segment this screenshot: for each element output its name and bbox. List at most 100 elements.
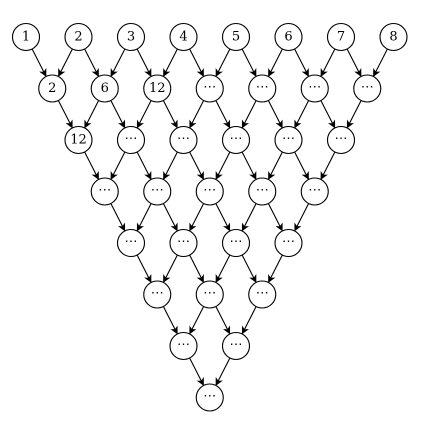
node-r1c3: ⋯ — [195, 74, 224, 103]
node-circle — [248, 74, 277, 103]
node-label: 5 — [232, 30, 240, 45]
node-label: ⋯ — [203, 183, 216, 198]
arrow-r1c3-to-r2c2 — [189, 100, 205, 129]
node-circle — [169, 125, 198, 155]
arrow-r3c3-to-r4c3 — [267, 203, 283, 232]
node-circle — [248, 177, 277, 206]
arrow-r1c6-to-r2c5 — [346, 100, 362, 129]
arrow-r0c6-to-r1c5 — [320, 48, 336, 77]
arrow-r5c1-to-r6c1 — [215, 306, 231, 335]
node-label: 6 — [284, 30, 292, 45]
arrow-r0c6-to-r1c6 — [346, 48, 362, 77]
node-label: ⋯ — [335, 132, 348, 147]
node-circle — [90, 177, 119, 206]
node-r3c2: ⋯ — [195, 177, 224, 206]
node-label: ⋯ — [282, 132, 295, 147]
arrow-r5c1-to-r6c0 — [189, 306, 205, 335]
arrow-r2c0-to-r3c0 — [84, 151, 99, 180]
arrow-r0c4-to-r1c4 — [241, 48, 257, 77]
arrow-r2c5-to-r3c4 — [320, 151, 336, 180]
node-r3c1: ⋯ — [143, 177, 172, 206]
node-circle — [195, 280, 224, 309]
arrow-r2c3-to-r3c2 — [215, 151, 231, 180]
node-label: 2 — [48, 81, 56, 96]
arrow-r4c3-to-r5c2 — [268, 254, 283, 283]
node-r0c7: 8 — [379, 22, 408, 52]
node-label: ⋯ — [256, 183, 269, 198]
node-r2c5: ⋯ — [326, 125, 356, 155]
node-r4c1: ⋯ — [169, 228, 198, 258]
node-label: ⋯ — [361, 80, 374, 95]
node-r1c4: ⋯ — [248, 74, 277, 103]
node-label: ⋯ — [203, 389, 216, 404]
node-label: ⋯ — [230, 338, 243, 353]
node-circle — [300, 177, 329, 206]
arrow-r2c1-to-r3c0 — [110, 151, 126, 180]
arrow-r5c2-to-r6c1 — [241, 306, 257, 335]
arrow-r0c4-to-r1c3 — [215, 48, 231, 77]
node-circle — [221, 125, 251, 155]
arrow-r4c1-to-r5c1 — [189, 254, 204, 283]
arrow-r2c2-to-r3c1 — [163, 151, 178, 180]
node-r0c0: 1 — [11, 22, 41, 52]
node-circle — [221, 331, 251, 361]
node-label: ⋯ — [151, 286, 164, 301]
node-r4c0: ⋯ — [116, 228, 146, 258]
node-circle — [11, 22, 41, 52]
arrow-r2c4-to-r3c3 — [268, 151, 283, 180]
node-r1c2: 12 — [143, 74, 172, 103]
node-r2c1: ⋯ — [116, 125, 146, 155]
node-r0c2: 3 — [116, 22, 146, 52]
node-circle — [195, 383, 224, 412]
node-label: 2 — [74, 30, 82, 45]
node-r1c1: 6 — [90, 74, 119, 103]
node-label: ⋯ — [203, 286, 216, 301]
node-r2c4: ⋯ — [274, 125, 303, 155]
node-circle — [64, 125, 93, 155]
node-r3c3: ⋯ — [248, 177, 277, 206]
node-r2c3: ⋯ — [221, 125, 251, 155]
node-circle — [221, 228, 251, 258]
node-circle — [143, 280, 172, 309]
arrow-r1c5-to-r2c4 — [294, 100, 310, 129]
node-circle — [195, 177, 224, 206]
arrow-r0c2-to-r1c1 — [110, 48, 126, 77]
node-r4c2: ⋯ — [221, 228, 251, 258]
arrow-r1c2-to-r2c1 — [136, 100, 152, 129]
node-circle — [300, 74, 329, 103]
node-r0c1: 2 — [64, 22, 93, 52]
arrow-r0c1-to-r1c1 — [84, 48, 99, 77]
node-circle — [274, 22, 303, 52]
node-r1c0: 2 — [38, 74, 67, 103]
node-r0c3: 4 — [169, 22, 198, 52]
node-circle — [379, 22, 408, 52]
node-label: ⋯ — [256, 286, 269, 301]
node-circle — [274, 228, 303, 258]
node-label: ⋯ — [308, 80, 321, 95]
node-r5c1: ⋯ — [195, 280, 224, 309]
arrow-r2c2-to-r3c2 — [189, 151, 204, 180]
arrow-r1c1-to-r2c0 — [84, 100, 100, 129]
node-label: ⋯ — [230, 132, 243, 147]
arrow-r3c3-to-r4c2 — [241, 203, 257, 232]
node-circle — [116, 22, 146, 52]
arrow-r2c1-to-r3c1 — [136, 151, 152, 180]
node-label: ⋯ — [98, 183, 111, 198]
arrow-r3c1-to-r4c1 — [162, 203, 178, 232]
node-circle — [169, 228, 198, 258]
arrow-r3c0-to-r4c0 — [110, 203, 126, 232]
node-label: ⋯ — [177, 338, 190, 353]
node-circle — [195, 74, 224, 103]
arrow-r1c5-to-r2c5 — [320, 100, 336, 129]
node-circle — [64, 22, 93, 52]
node-label: ⋯ — [308, 183, 321, 198]
arrow-r0c1-to-r1c0 — [58, 48, 73, 77]
node-label: ⋯ — [125, 235, 138, 250]
node-label: ⋯ — [125, 132, 138, 147]
node-label: 12 — [70, 133, 87, 148]
arrow-r3c2-to-r4c1 — [189, 203, 205, 232]
node-label: ⋯ — [230, 235, 243, 250]
arrow-r0c2-to-r1c2 — [136, 48, 152, 77]
node-r6c0: ⋯ — [169, 331, 198, 361]
node-label: 12 — [149, 81, 166, 96]
